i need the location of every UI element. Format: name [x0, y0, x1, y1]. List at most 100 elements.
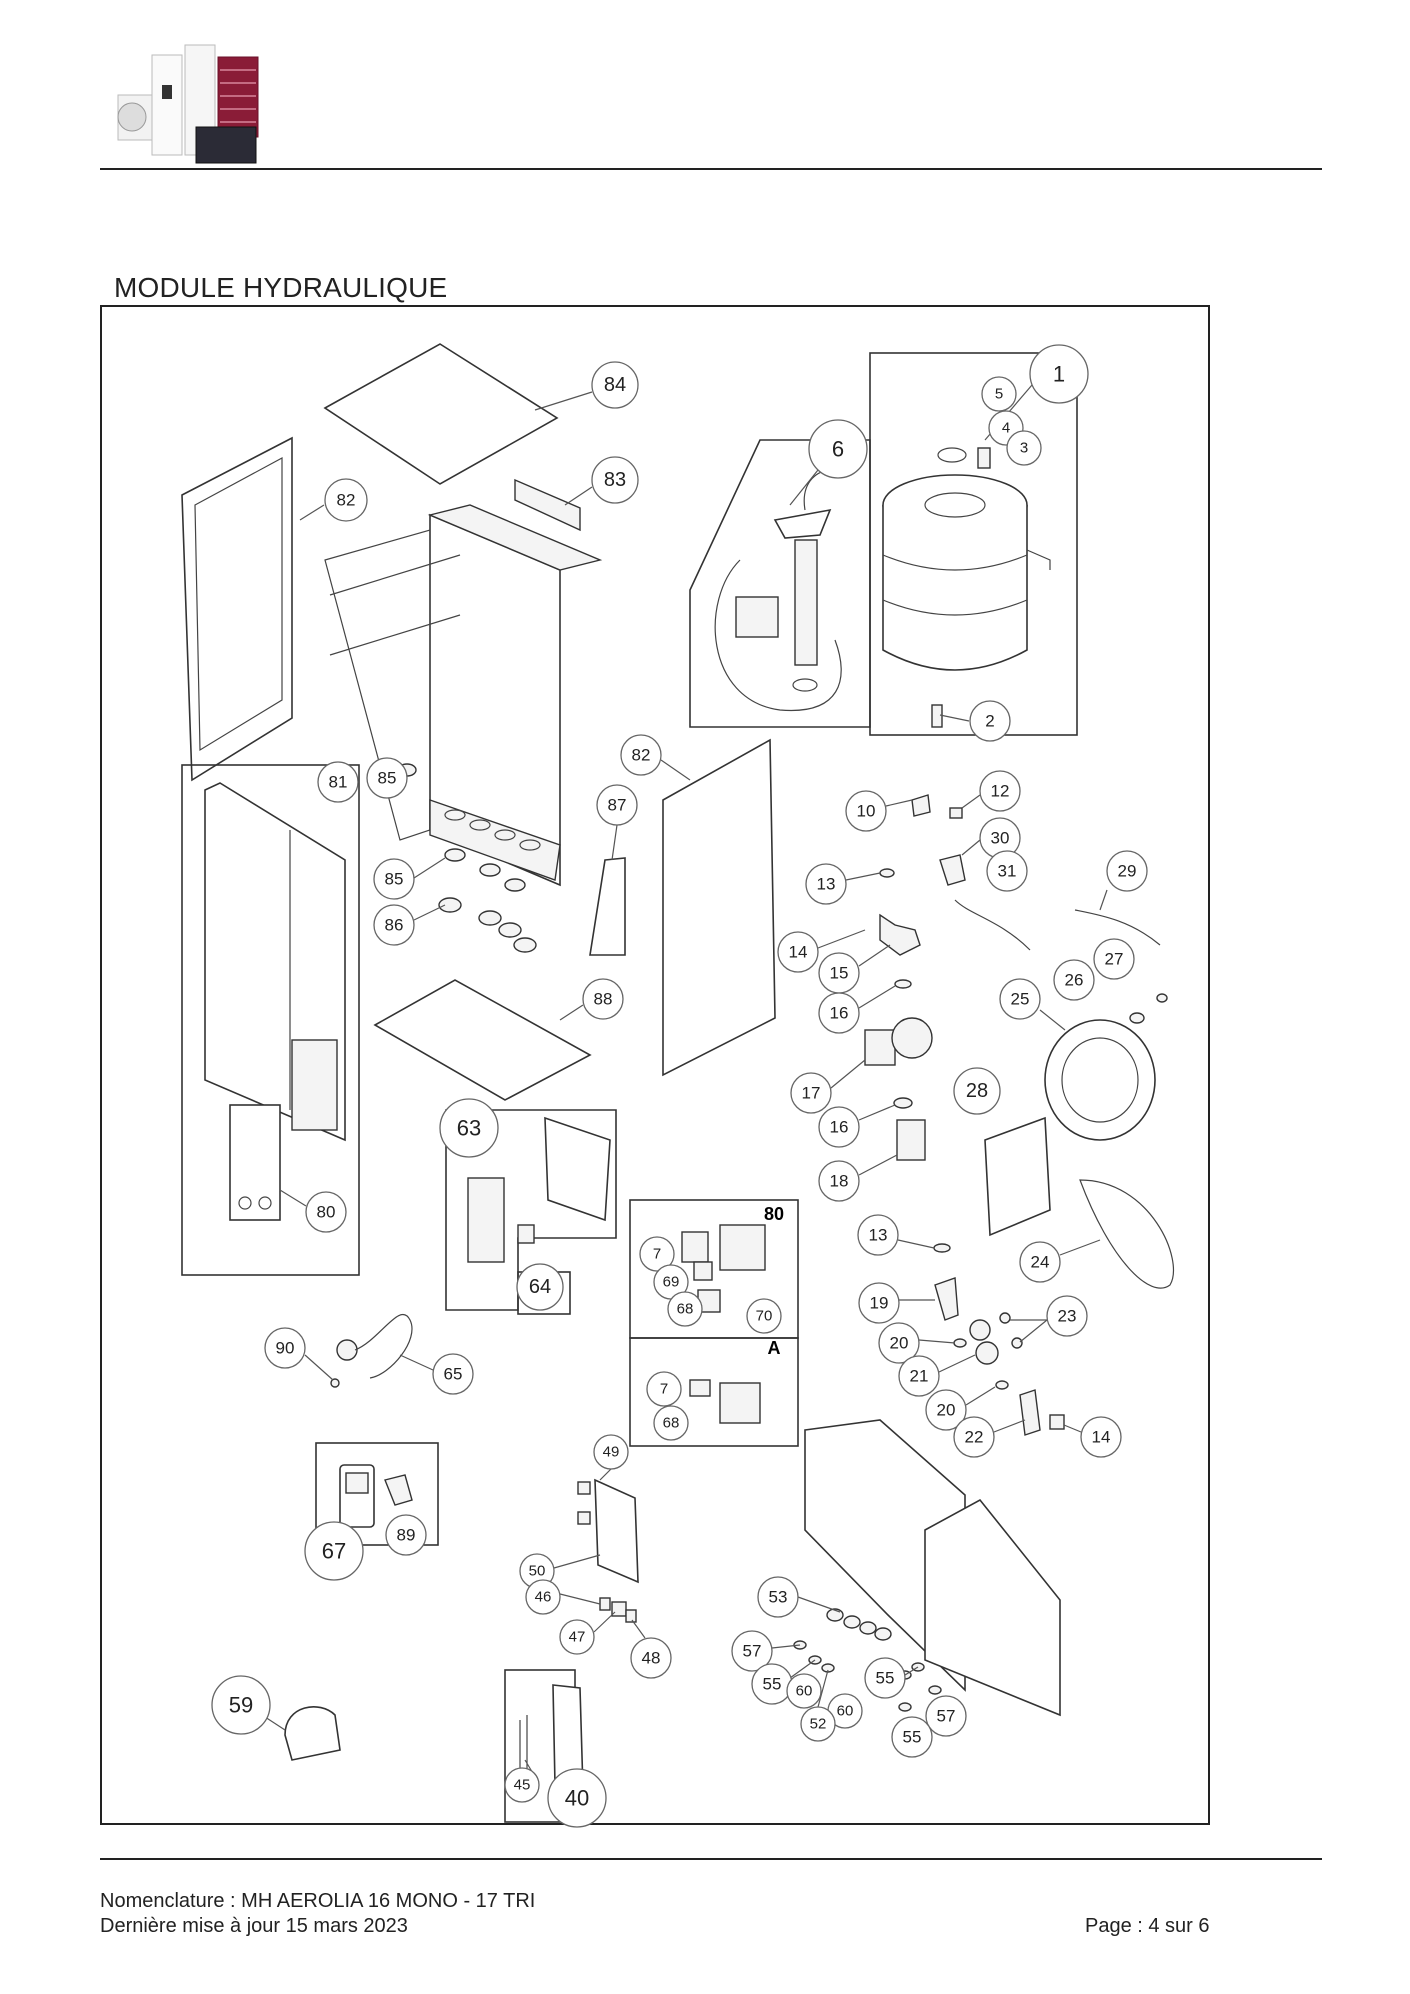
svg-text:12: 12	[991, 782, 1010, 801]
top-cover-part	[323, 343, 559, 485]
callout-45: 45	[504, 1767, 540, 1803]
svg-text:30: 30	[991, 829, 1010, 848]
callout-55: 55	[864, 1657, 906, 1699]
svg-text:60: 60	[796, 1683, 813, 1700]
footer-page-number: Page : 4 sur 6	[1085, 1915, 1210, 1937]
svg-text:40: 40	[565, 1786, 589, 1811]
callout-29: 29	[1106, 850, 1148, 892]
cover-cap-part	[284, 1706, 341, 1761]
callout-19: 19	[858, 1282, 900, 1324]
svg-text:57: 57	[743, 1642, 762, 1661]
right-side-panel-part	[662, 738, 776, 1077]
callout-7: 7	[639, 1236, 675, 1272]
callout-63: 63	[439, 1098, 499, 1158]
svg-text:5: 5	[995, 386, 1003, 403]
control-board-part	[594, 1478, 639, 1584]
callout-21: 21	[898, 1355, 940, 1397]
callout-28: 28	[953, 1067, 1001, 1115]
svg-text:48: 48	[642, 1649, 661, 1668]
callout-64: 64	[516, 1263, 564, 1311]
svg-text:14: 14	[789, 943, 808, 962]
callout-57: 57	[731, 1630, 773, 1672]
callout-2: 2	[969, 700, 1011, 742]
svg-text:23: 23	[1058, 1307, 1077, 1326]
callout-60: 60	[827, 1693, 863, 1729]
callout-57: 57	[925, 1695, 967, 1737]
callout-20: 20	[925, 1389, 967, 1431]
svg-text:4: 4	[1002, 420, 1010, 437]
svg-text:10: 10	[857, 802, 876, 821]
svg-text:19: 19	[870, 1294, 889, 1313]
callout-6: 6	[808, 419, 868, 479]
callout-85: 85	[366, 757, 408, 799]
callout-12: 12	[979, 770, 1021, 812]
callout-89: 89	[385, 1514, 427, 1556]
svg-text:46: 46	[535, 1589, 552, 1606]
svg-text:7: 7	[653, 1246, 661, 1263]
svg-text:31: 31	[998, 862, 1017, 881]
callout-14: 14	[1080, 1416, 1122, 1458]
section-title: MODULE HYDRAULIQUE	[114, 272, 448, 303]
callout-16: 16	[818, 992, 860, 1034]
header-rule	[100, 168, 1322, 170]
callout-25: 25	[999, 978, 1041, 1020]
callout-86: 86	[373, 904, 415, 946]
svg-text:47: 47	[569, 1629, 586, 1646]
svg-text:69: 69	[663, 1274, 680, 1291]
svg-text:87: 87	[608, 796, 627, 815]
callout-84: 84	[591, 361, 639, 409]
svg-text:85: 85	[378, 769, 397, 788]
left-side-panel-part	[181, 436, 293, 782]
callout-81: 81	[317, 761, 359, 803]
rail-part	[589, 857, 626, 956]
callout-7: 7	[646, 1371, 682, 1407]
svg-text:18: 18	[830, 1172, 849, 1191]
callout-88: 88	[582, 978, 624, 1020]
heater-element-part	[794, 539, 818, 666]
svg-text:82: 82	[632, 746, 651, 765]
svg-text:55: 55	[763, 1675, 782, 1694]
callout-3: 3	[1006, 430, 1042, 466]
svg-text:17: 17	[802, 1084, 821, 1103]
callout-68: 68	[667, 1291, 703, 1327]
callout-22: 22	[953, 1416, 995, 1458]
callout-18: 18	[818, 1160, 860, 1202]
svg-text:25: 25	[1011, 990, 1030, 1009]
callout-20: 20	[878, 1322, 920, 1364]
callout-10: 10	[845, 790, 887, 832]
svg-text:45: 45	[514, 1777, 531, 1794]
sensor-part	[735, 596, 779, 638]
svg-text:86: 86	[385, 916, 404, 935]
bracket-part	[514, 478, 581, 532]
callout-55: 55	[751, 1663, 793, 1705]
callout-13: 13	[805, 863, 847, 905]
callout-1: 1	[1029, 344, 1089, 404]
callout-30: 30	[979, 817, 1021, 859]
svg-text:53: 53	[769, 1588, 788, 1607]
callout-82: 82	[324, 478, 368, 522]
vessel-bracket-part	[984, 1116, 1051, 1237]
svg-text:29: 29	[1118, 862, 1137, 881]
callout-46: 46	[525, 1579, 561, 1615]
callout-59: 59	[211, 1675, 271, 1735]
sub-box-label-a: A	[768, 1338, 781, 1358]
svg-text:81: 81	[329, 773, 348, 792]
svg-text:70: 70	[756, 1308, 773, 1325]
sub-box-label-b: 80	[764, 1204, 784, 1224]
callout-47: 47	[559, 1619, 595, 1655]
svg-text:20: 20	[890, 1334, 909, 1353]
callout-14: 14	[777, 931, 819, 973]
callout-23: 23	[1046, 1295, 1088, 1337]
callout-53: 53	[757, 1576, 799, 1618]
footer-nomenclature: Nomenclature : MH AEROLIA 16 MONO - 17 T…	[100, 1890, 536, 1912]
svg-text:80: 80	[317, 1203, 336, 1222]
base-plate-part	[373, 979, 592, 1101]
svg-text:13: 13	[817, 875, 836, 894]
svg-text:7: 7	[660, 1381, 668, 1398]
svg-text:90: 90	[276, 1339, 295, 1358]
callout-40: 40	[547, 1768, 607, 1828]
callout-87: 87	[596, 784, 638, 826]
door-window-part	[291, 1039, 338, 1131]
callout-49: 49	[593, 1434, 629, 1470]
